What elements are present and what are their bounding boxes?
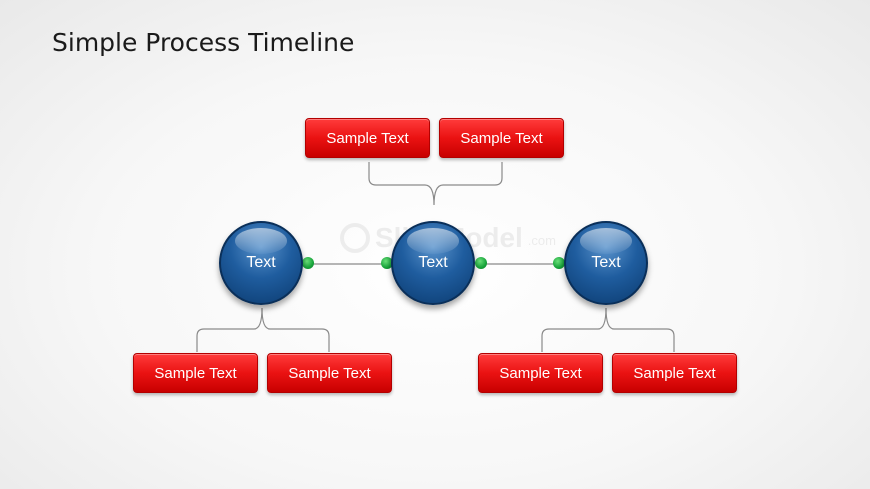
box-label: Sample Text	[326, 129, 409, 147]
bottom-left-sample-box-1: Sample Text	[133, 353, 258, 393]
process-node-2: Text	[391, 221, 475, 305]
bottom-right-brace	[541, 307, 675, 352]
process-node-label: Text	[418, 254, 448, 271]
box-label: Sample Text	[460, 129, 543, 147]
connector-dot-2	[381, 257, 393, 269]
watermark-suffix: .com	[527, 233, 556, 248]
top-sample-box-1: Sample Text	[305, 118, 430, 158]
process-node-3: Text	[564, 221, 648, 305]
top-sample-box-2: Sample Text	[439, 118, 564, 158]
box-label: Sample Text	[288, 364, 371, 382]
process-node-label: Text	[591, 254, 621, 271]
box-label: Sample Text	[499, 364, 582, 382]
connector-dot-4	[553, 257, 565, 269]
watermark-logo-icon	[340, 223, 370, 253]
connector-dot-3	[475, 257, 487, 269]
bottom-left-brace	[196, 307, 330, 352]
slide-title: Simple Process Timeline	[52, 28, 355, 57]
box-label: Sample Text	[633, 364, 716, 382]
box-label: Sample Text	[154, 364, 237, 382]
bottom-right-sample-box-1: Sample Text	[478, 353, 603, 393]
bottom-right-sample-box-2: Sample Text	[612, 353, 737, 393]
process-node-label: Text	[246, 254, 276, 271]
top-brace	[368, 162, 503, 206]
connector-dot-1	[302, 257, 314, 269]
process-node-1: Text	[219, 221, 303, 305]
bottom-left-sample-box-2: Sample Text	[267, 353, 392, 393]
